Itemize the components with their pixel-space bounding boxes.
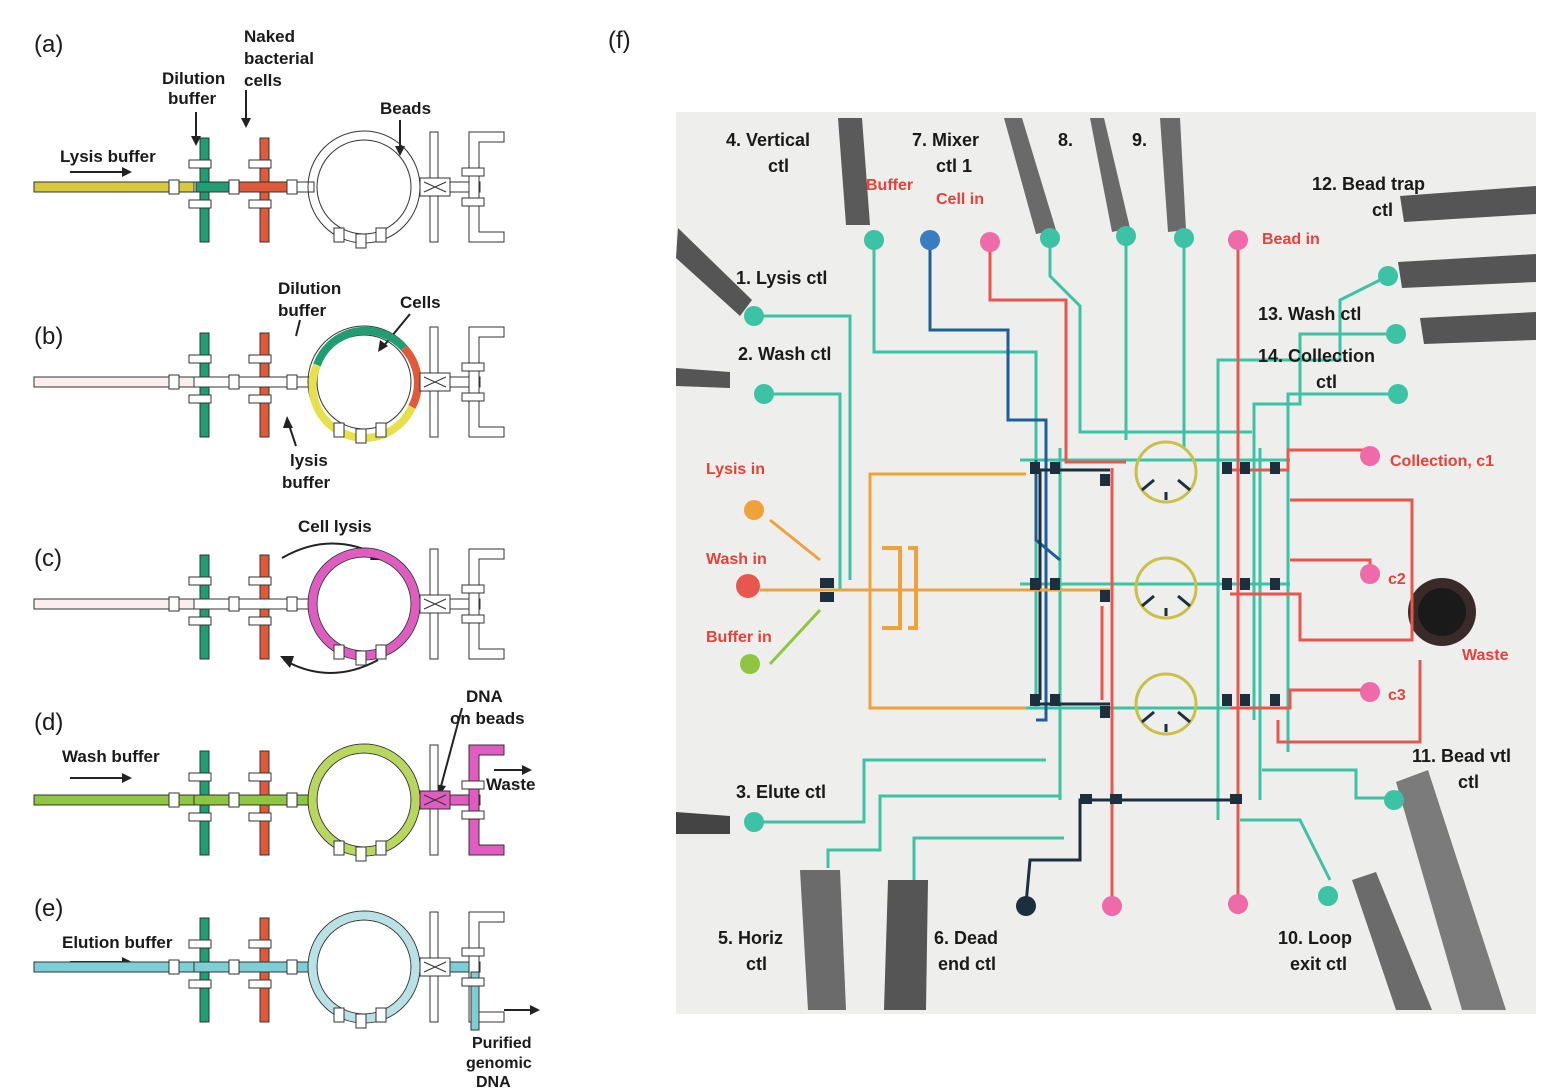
label-bead-trap-ctl-1: 12. Bead trap [1312, 174, 1425, 194]
ports [736, 226, 1408, 916]
lysis-buffer-label-1: lysis [290, 451, 328, 470]
label-vertical-ctl-2: ctl [768, 156, 789, 176]
label-loop-exit-ctl-1: 10. Loop [1278, 928, 1352, 948]
label-cell-in-port: Cell in [936, 191, 984, 208]
label-wash-ctl-13: 13. Wash ctl [1258, 304, 1361, 324]
purified-dna-label-3: DNA [476, 1074, 511, 1088]
label-wash-in-port: Wash in [706, 551, 767, 568]
chip-schematic-a: #fig .a .c-inlet{fill:#d8c93a} [33, 130, 505, 249]
chip-schematic-e [33, 910, 505, 1031]
chip-schematic-d [33, 743, 505, 862]
arrow-head-icon [122, 773, 132, 783]
dilution-buffer-label-2: buffer [278, 301, 327, 320]
control-channels-green [756, 244, 1398, 881]
dilution-buffer-label-2: buffer [168, 89, 217, 108]
panel-e-letter: (e) [34, 895, 63, 922]
panel-e: (e) Elution buffer Purified genomic DNA [33, 895, 540, 1088]
arrow-down-icon [241, 118, 251, 128]
arrow-icon [280, 656, 294, 668]
chip-photo-background [676, 112, 1536, 1014]
beads-label: Beads [380, 99, 431, 118]
label-c3: c3 [1388, 687, 1406, 704]
panel-c-letter: (c) [34, 545, 62, 572]
naked-cells-label-2: bacterial [244, 49, 314, 68]
panel-f: (f) [608, 27, 1536, 1014]
label-buffer-in-port: Buffer in [706, 629, 772, 646]
label-bead-vtl-ctl-1: 11. Bead vtl [1412, 746, 1511, 766]
panel-d: (d) Wash buffer DNA on beads Waste [33, 687, 535, 862]
label-elute-ctl: 3. Elute ctl [736, 782, 826, 802]
label-bead-trap-ctl-2: ctl [1372, 200, 1393, 220]
cell-lysis-label: Cell lysis [298, 517, 372, 536]
mixer-rings [1134, 440, 1198, 736]
panel-d-letter: (d) [34, 709, 63, 736]
label-buffer-port: Buffer [866, 177, 913, 194]
label-collection-c1: Collection, c1 [1390, 453, 1494, 470]
label-vertical-ctl-1: 4. Vertical [726, 130, 810, 150]
label-ctl-9: 9. [1132, 130, 1147, 150]
label-lysis-ctl: 1. Lysis ctl [736, 268, 827, 288]
panel-f-letter: (f) [608, 27, 631, 54]
arrow-down-icon [395, 146, 405, 156]
panel-a-letter: (a) [34, 31, 63, 58]
arrow-head-icon [522, 765, 532, 775]
panel-a: (a) Lysis buffer Dilution buffer Naked b… [33, 27, 505, 249]
label-bead-in-port: Bead in [1262, 231, 1320, 248]
arrow-head-icon [530, 1005, 540, 1015]
label-wash-ctl: 2. Wash ctl [738, 344, 831, 364]
dilution-buffer-label-1: Dilution [278, 279, 341, 298]
dna-on-beads-label-2: on beads [450, 709, 525, 728]
label-mixer-ctl-1: 7. Mixer [912, 130, 979, 150]
lysis-buffer-label-2: buffer [282, 473, 331, 492]
purified-dna-label-1: Purified [472, 1035, 532, 1052]
label-mixer-ctl-2: ctl 1 [936, 156, 972, 176]
label-lysis-in-port: Lysis in [706, 461, 765, 478]
dna-on-beads-label-1: DNA [466, 687, 503, 706]
chip-schematic-c [33, 547, 505, 666]
label-collection-ctl-2: ctl [1316, 372, 1337, 392]
label-waste: Waste [1462, 647, 1509, 664]
label-horiz-ctl-1: 5. Horiz [718, 928, 783, 948]
tubing-pins [676, 118, 1536, 1010]
label-dead-end-ctl-2: end ctl [938, 954, 996, 974]
fluid-channels-red [988, 246, 1422, 900]
arrow-up-icon [283, 416, 293, 428]
arrow-icon [378, 340, 388, 352]
label-c2: c2 [1388, 571, 1406, 588]
label-dead-end-ctl-1: 6. Dead [934, 928, 998, 948]
label-horiz-ctl-2: ctl [746, 954, 767, 974]
panel-b: (b) Dilution buffer Cells lysis buffer [33, 279, 505, 492]
control-channel-blue [928, 244, 1061, 722]
waste-label: Waste [486, 775, 535, 794]
label-loop-exit-ctl-2: exit ctl [1290, 954, 1347, 974]
arrow-head-icon [122, 167, 132, 177]
elution-buffer-label: Elution buffer [62, 933, 173, 952]
dilution-buffer-label-1: Dilution [162, 69, 225, 88]
arrow-down-icon [191, 136, 201, 146]
chip-schematic-b [33, 325, 505, 444]
purified-dna-label-2: genomic [466, 1055, 532, 1072]
naked-cells-label-1: Naked [244, 27, 295, 46]
label-bead-vtl-ctl-2: ctl [1458, 772, 1479, 792]
panel-c: (c) Cell lysis [33, 517, 505, 674]
label-collection-ctl-1: 14. Collection [1258, 346, 1375, 366]
wash-buffer-label: Wash buffer [62, 747, 160, 766]
label-ctl-8: 8. [1058, 130, 1073, 150]
panel-b-letter: (b) [34, 323, 63, 350]
valve-markers [820, 462, 1280, 804]
cells-label: Cells [400, 293, 441, 312]
naked-cells-label-3: cells [244, 71, 282, 90]
lysis-buffer-label: Lysis buffer [60, 147, 156, 166]
